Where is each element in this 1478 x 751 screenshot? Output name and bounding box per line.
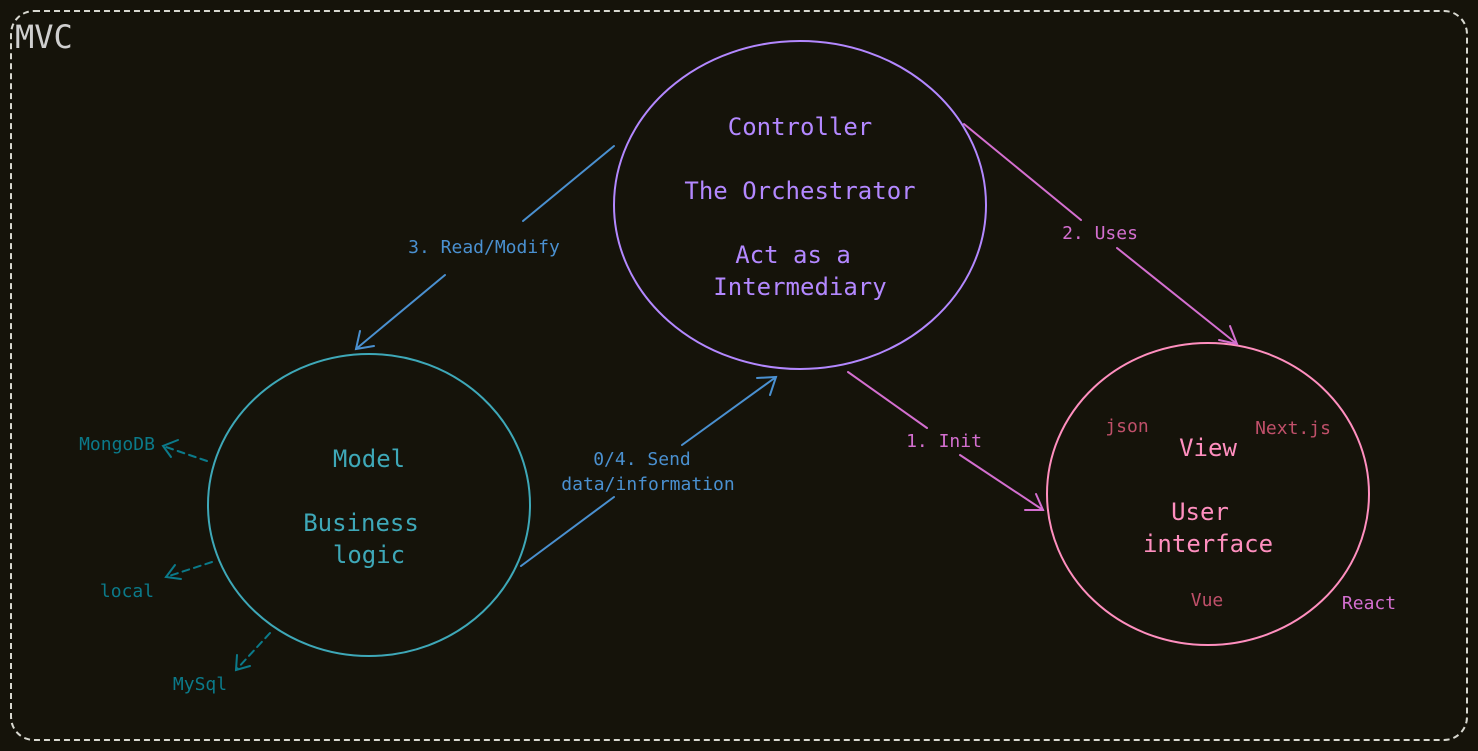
mvc-frame	[10, 10, 1468, 741]
db-mysql-label: MySql	[173, 674, 227, 695]
view-desc-line1: User	[1171, 498, 1229, 526]
db-mongodb-label: MongoDB	[79, 434, 155, 455]
edge-init	[847, 371, 1045, 511]
edge-send-label-line2: data/information	[561, 474, 734, 495]
edge-mysql	[234, 632, 271, 672]
view-tech-nextjs: Next.js	[1255, 418, 1331, 439]
edge-uses-label: 2. Uses	[1062, 223, 1138, 244]
edge-send-label-line1: 0/4. Send	[593, 449, 691, 470]
controller-node[interactable]	[613, 40, 987, 370]
edge-init-label: 1. Init	[906, 431, 982, 452]
model-title: Model	[333, 445, 405, 473]
view-tech-react: React	[1342, 593, 1396, 614]
edge-local	[164, 561, 213, 580]
view-title: View	[1179, 434, 1237, 462]
view-desc-line2: interface	[1143, 530, 1273, 558]
edge-mongodb	[161, 439, 208, 462]
edge-send-data	[520, 375, 778, 567]
view-tech-vue: Vue	[1191, 590, 1224, 611]
edge-uses	[963, 123, 1239, 346]
view-tech-json: json	[1105, 416, 1148, 437]
edge-read-modify	[354, 145, 615, 351]
controller-desc-line2: Intermediary	[713, 273, 886, 301]
view-node[interactable]	[1046, 342, 1370, 646]
frame-title: MVC	[15, 18, 73, 56]
db-local-label: local	[100, 581, 154, 602]
controller-subtitle: The Orchestrator	[684, 177, 915, 205]
model-node[interactable]	[207, 353, 531, 657]
model-desc-line1: Business	[303, 509, 419, 537]
controller-desc-line1: Act as a	[735, 241, 851, 269]
model-desc-line2: logic	[333, 541, 405, 569]
edge-read-modify-label: 3. Read/Modify	[408, 237, 560, 258]
controller-title: Controller	[728, 113, 873, 141]
